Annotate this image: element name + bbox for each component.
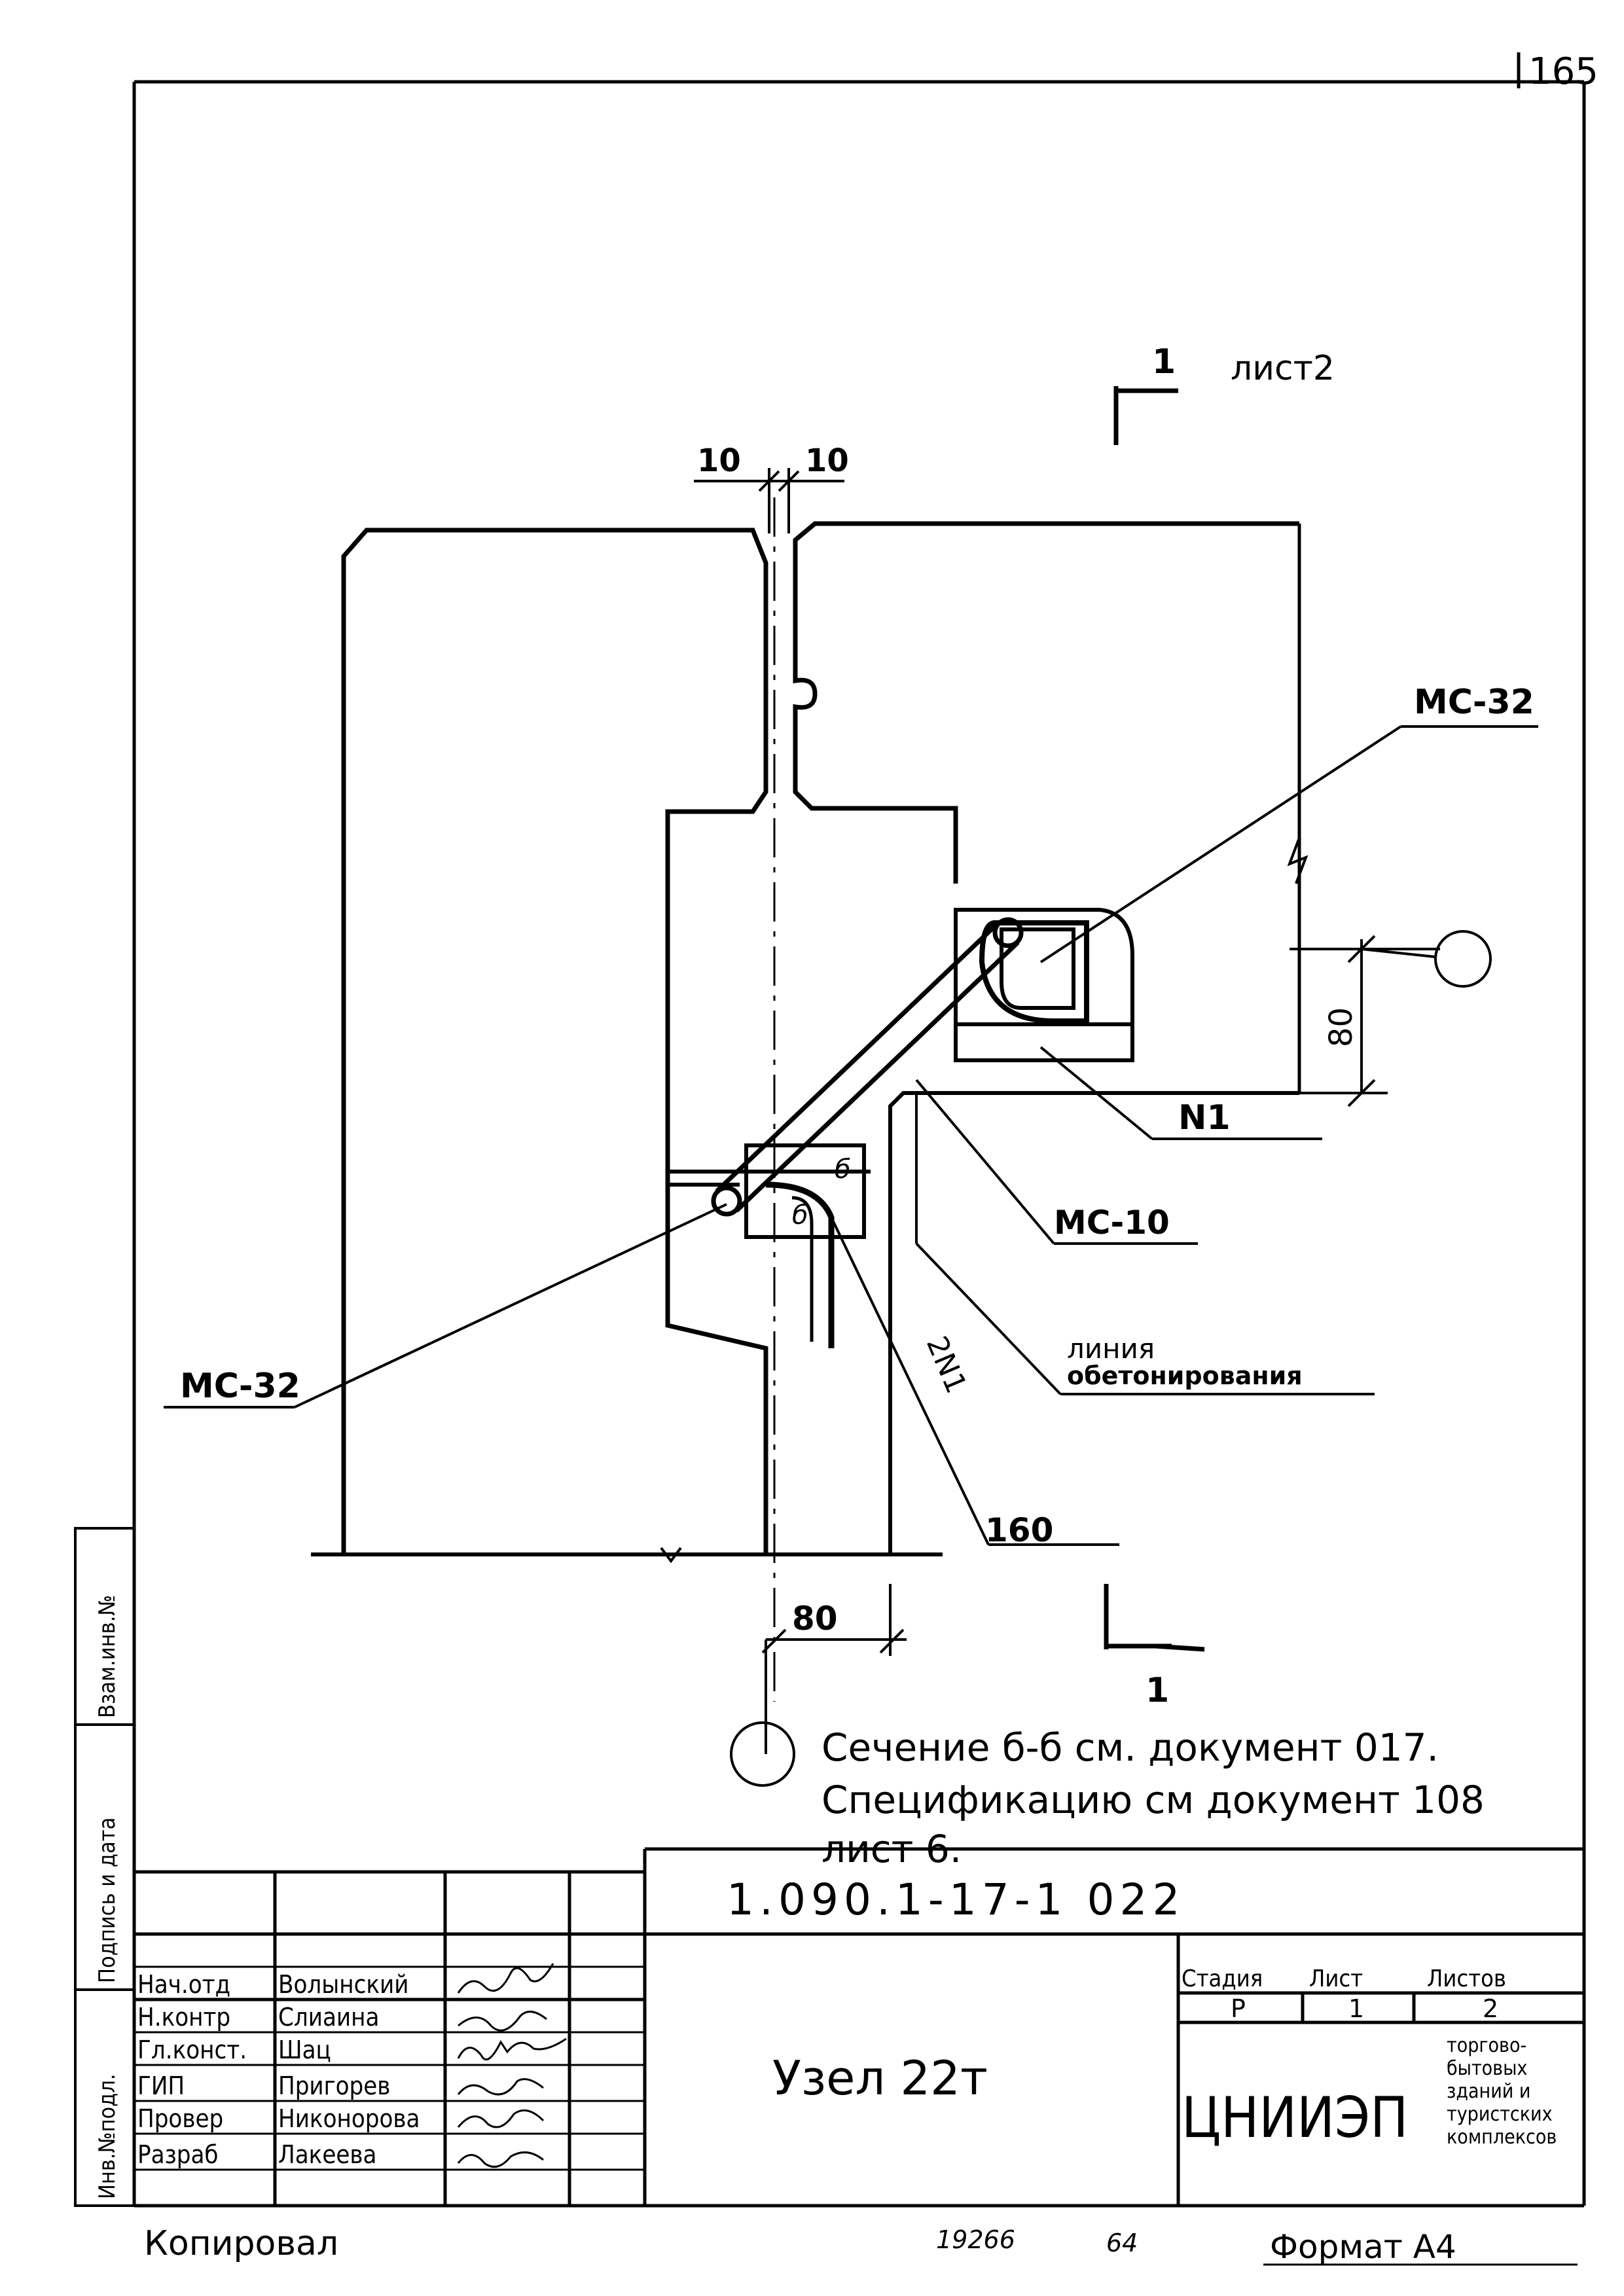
left-panel-outline	[341, 528, 768, 1554]
footer-number-2: 64	[1106, 2229, 1138, 2257]
stage-header: Стадия	[1182, 1965, 1263, 1992]
role-5: Провер	[137, 2104, 223, 2133]
title-block	[134, 1847, 1584, 2206]
dimension-80-right	[1290, 930, 1492, 1107]
break-mark-right	[1287, 837, 1308, 884]
label-2n1: 2N1	[920, 1331, 973, 1398]
org-desc-4: туристских	[1447, 2103, 1553, 2126]
side-stamp-vzam: Взам.инв.№	[94, 1595, 120, 1718]
sheets-header: Листов	[1427, 1965, 1506, 1992]
section-number-bottom: 1	[1146, 1671, 1169, 1710]
name-6: Лакеева	[278, 2140, 377, 2169]
sheet-reference: лист2	[1231, 349, 1335, 388]
break-mark-bottom	[660, 1547, 682, 1564]
org-name: ЦНИИЭП	[1182, 2085, 1408, 2151]
side-stamp	[74, 1527, 135, 2207]
org-desc-5: комплексов	[1447, 2126, 1557, 2149]
label-mc32-left: МС-32	[180, 1367, 300, 1406]
name-5: Никонорова	[278, 2104, 420, 2133]
signatures	[457, 1963, 567, 2168]
page-number: 165	[1528, 50, 1598, 93]
stage-value: Р	[1231, 1994, 1246, 2023]
note-2: Спецификацию см документ 108	[821, 1778, 1485, 1822]
floor-slab	[888, 1091, 1299, 1554]
section-mark-top	[1113, 386, 1178, 445]
section-b-label-2: б	[792, 1200, 808, 1230]
side-stamp-podpis: Подпись и дата	[94, 1818, 120, 1983]
dim-80-bottom: 80	[792, 1600, 838, 1638]
label-mc10: МС-10	[1054, 1204, 1170, 1242]
doc-code: 1.090.1-17-1 022	[727, 1874, 1185, 1925]
name-4: Пригорев	[278, 2072, 390, 2100]
label-n1: N1	[1178, 1098, 1231, 1138]
org-desc-3: зданий и	[1447, 2080, 1530, 2103]
dim-gap-left: 10	[697, 442, 741, 479]
dim-gap-right: 10	[805, 442, 849, 479]
right-panel-outline	[793, 521, 1299, 884]
sheet-frame	[132, 80, 1586, 2208]
upper-embedded-part	[954, 908, 1134, 1062]
org-desc-1: торгово-	[1447, 2034, 1526, 2057]
footer-format: Формат А4	[1270, 2228, 1456, 2266]
drawing-title: Узел 22т	[772, 2051, 988, 2106]
footer-copied: Копировал	[144, 2224, 338, 2263]
label-mc32-top: МС-32	[1414, 683, 1534, 722]
label-concrete-line-2: обетонирования	[1067, 1361, 1303, 1390]
sheet-header: Лист	[1309, 1965, 1363, 1992]
org-desc-2: бытовых	[1447, 2057, 1527, 2080]
name-2: Слиаина	[278, 2003, 379, 2032]
role-1: Нач.отд	[137, 1970, 230, 1999]
role-6: Разраб	[137, 2140, 218, 2169]
title-block-rows	[134, 1965, 645, 2171]
role-4: ГИП	[137, 2072, 185, 2100]
section-mark-bottom	[1104, 1584, 1205, 1652]
diagonal-rod	[711, 917, 1024, 1217]
sheet-value: 1	[1348, 1994, 1364, 2023]
note-1: Сечение б-б см. документ 017.	[821, 1725, 1439, 1770]
section-number-top: 1	[1152, 342, 1176, 382]
footer-number-1: 19266	[936, 2225, 1015, 2254]
name-1: Волынский	[278, 1970, 408, 1999]
label-angle: 160	[985, 1511, 1053, 1549]
dim-80-right: 80	[1323, 1007, 1360, 1047]
name-3: Шац	[278, 2036, 331, 2064]
dimension-80-bottom	[730, 1584, 907, 1787]
label-concrete-line-1: линия	[1067, 1333, 1155, 1365]
role-2: Н.контр	[137, 2003, 230, 2032]
leader-lines	[164, 725, 1538, 1546]
gap-dimension	[694, 468, 844, 533]
sheets-value: 2	[1483, 1994, 1498, 2023]
section-b-label-1: б	[835, 1155, 851, 1185]
side-stamp-inv: Инв.№подл.	[94, 2073, 120, 2199]
role-3: Гл.конст.	[137, 2036, 247, 2064]
